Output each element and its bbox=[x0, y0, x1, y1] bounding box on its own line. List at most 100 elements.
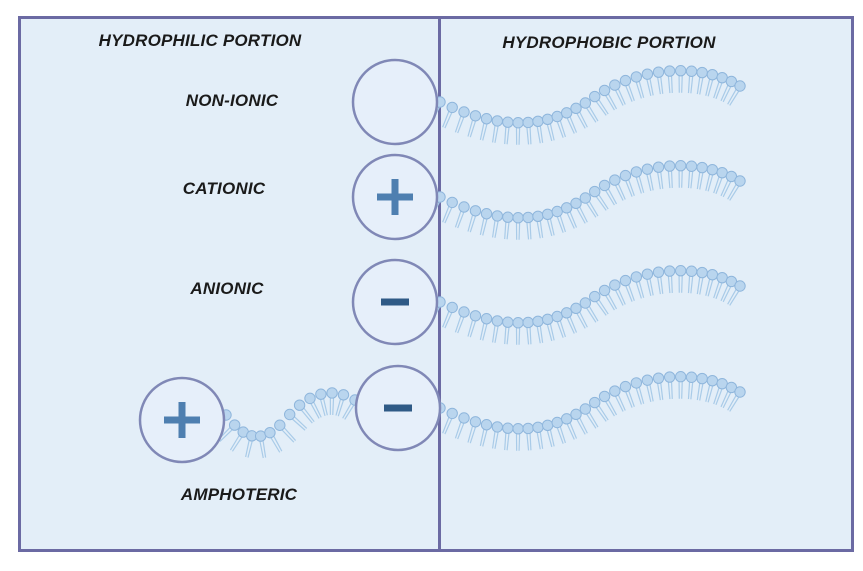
tail-chain-1-tail bbox=[442, 205, 450, 223]
tail-chain-2-bead bbox=[598, 284, 611, 297]
tail-chain-1-bead bbox=[696, 161, 708, 174]
tail-chain-2-bead bbox=[641, 268, 654, 280]
amphoteric-left-tail-tail bbox=[231, 436, 243, 452]
tail-chain-0-tail bbox=[722, 85, 732, 103]
tail-chain-3-tail bbox=[624, 390, 633, 408]
tail-chain-0-bead bbox=[491, 115, 504, 127]
tail-chain-3-tail bbox=[454, 421, 462, 439]
tail-chain-3-tail bbox=[506, 432, 510, 451]
tail-chain-1-tail bbox=[559, 214, 567, 233]
tail-chain-1-tail bbox=[569, 210, 578, 228]
tail-chain-0-tail bbox=[595, 100, 607, 116]
tail-chain-2-bead bbox=[685, 265, 698, 277]
tail-chain-1-tail bbox=[646, 173, 652, 192]
tail-chain-0-tail bbox=[604, 94, 615, 111]
tail-chain-1-bead bbox=[630, 166, 643, 178]
hydrophobic-header: HYDROPHOBIC PORTION bbox=[502, 33, 716, 52]
tail-chain-0-tail bbox=[638, 80, 645, 98]
tail-chain-2-tail bbox=[539, 324, 544, 343]
tail-chain-2-tail bbox=[696, 276, 701, 295]
tail-chain-3-tail bbox=[670, 380, 673, 399]
tail-chain-2-bead bbox=[512, 317, 524, 329]
tail-chain-0-tail bbox=[720, 84, 729, 102]
tail-chain-2-tail bbox=[518, 326, 521, 345]
tail-chain-3-bead bbox=[570, 408, 582, 421]
tail-chain-3-tail bbox=[604, 400, 615, 417]
tail-chain-3-bead bbox=[674, 371, 687, 383]
tail-chain-1-tail bbox=[638, 175, 645, 193]
tail-chain-0-tail bbox=[690, 75, 694, 94]
tail-chain-1-bead bbox=[458, 201, 470, 213]
tail-chain-3-tail bbox=[681, 380, 683, 399]
tail-chain-1-tail bbox=[585, 201, 597, 218]
tail-chain-1-tail bbox=[479, 217, 485, 236]
amphoteric-left-tail-tail bbox=[262, 439, 267, 458]
tail-chain-1-tail bbox=[578, 205, 588, 223]
tail-chain-0-bead bbox=[674, 65, 687, 77]
tail-chain-2-bead bbox=[696, 266, 708, 279]
tail-chain-0-bead bbox=[458, 106, 470, 118]
tail-chain-1-tail bbox=[670, 169, 673, 188]
tail-chain-2-tail bbox=[585, 306, 597, 323]
tail-chain-3-tail bbox=[469, 425, 477, 444]
tail-chain-0-bead bbox=[725, 75, 738, 88]
tail-chain-2-bead bbox=[532, 315, 544, 327]
tail-chain-1-tail bbox=[707, 173, 714, 192]
amphoteric-left-tail-tail bbox=[309, 402, 320, 419]
tail-chain-1-bead bbox=[532, 210, 544, 222]
tail-chain-0-tail bbox=[667, 75, 671, 94]
tail-chain-3-tail bbox=[588, 411, 599, 428]
tail-chain-1-tail bbox=[699, 171, 704, 190]
tail-chain-0-bead bbox=[598, 84, 611, 97]
portion-divider bbox=[438, 16, 441, 552]
tail-chain-2-bead bbox=[579, 297, 592, 309]
tail-chain-3-tail bbox=[713, 386, 720, 405]
tail-chain-2-tail bbox=[595, 300, 607, 316]
tail-chain-0-tail bbox=[624, 84, 633, 102]
tail-chain-3-tail bbox=[539, 430, 544, 449]
amphoteric-left-tail-bead bbox=[264, 426, 276, 439]
tail-chain-1-tail bbox=[469, 214, 477, 233]
tail-chain-2-bead bbox=[674, 265, 687, 277]
tail-chain-2-bead bbox=[502, 316, 514, 328]
tail-chain-2-tail bbox=[627, 283, 635, 301]
tail-chain-2-bead bbox=[663, 265, 676, 277]
tail-chain-1-tail bbox=[713, 175, 720, 194]
tail-chain-0-tail bbox=[444, 111, 453, 129]
tail-chain-2-tail bbox=[504, 326, 507, 345]
tail-chain-1-tail bbox=[687, 170, 691, 189]
tail-chain-0-tail bbox=[536, 125, 541, 144]
tail-chain-0-tail bbox=[729, 89, 740, 106]
tail-chain-3-tail bbox=[729, 395, 740, 412]
polar-head-0 bbox=[351, 58, 439, 146]
amphoteric-left-tail-tail bbox=[229, 434, 241, 451]
tail-chain-1-bead bbox=[589, 185, 601, 198]
tail-chain-2-tail bbox=[491, 324, 496, 343]
tail-chain-3-tail bbox=[457, 422, 465, 440]
tail-chain-2-bead bbox=[630, 271, 643, 283]
tail-chain-2-tail bbox=[624, 284, 633, 302]
tail-chain-3-tail bbox=[649, 383, 654, 402]
tail-chain-1-tail bbox=[595, 195, 607, 211]
tail-chain-3-tail bbox=[617, 393, 626, 411]
tail-chain-2-tail bbox=[715, 281, 723, 300]
tail-chain-3-tail bbox=[705, 384, 711, 402]
tail-chain-2-tail bbox=[617, 287, 626, 305]
tail-chain-0-tail bbox=[575, 112, 586, 129]
tail-chain-2-tail bbox=[656, 276, 661, 295]
tail-chain-0-tail bbox=[539, 124, 544, 143]
tail-chain-3-tail bbox=[491, 430, 496, 449]
amphoteric-left-tail-tail bbox=[335, 398, 342, 416]
tail-chain-2-tail bbox=[660, 275, 664, 294]
tail-chain-2-tail bbox=[681, 274, 683, 293]
tail-chain-1-tail bbox=[539, 219, 544, 238]
tail-chain-1-bead bbox=[725, 170, 738, 183]
tail-chain-1-bead bbox=[579, 192, 592, 204]
tail-chain-0-bead bbox=[630, 71, 643, 83]
label-anionic: ANIONIC bbox=[190, 279, 264, 298]
tail-chain-2-tail bbox=[559, 319, 567, 338]
tail-chain-0-tail bbox=[549, 122, 555, 141]
tail-chain-0-tail bbox=[546, 123, 553, 142]
tail-chain-1-tail bbox=[649, 172, 654, 191]
tail-chain-2-tail bbox=[575, 312, 586, 329]
